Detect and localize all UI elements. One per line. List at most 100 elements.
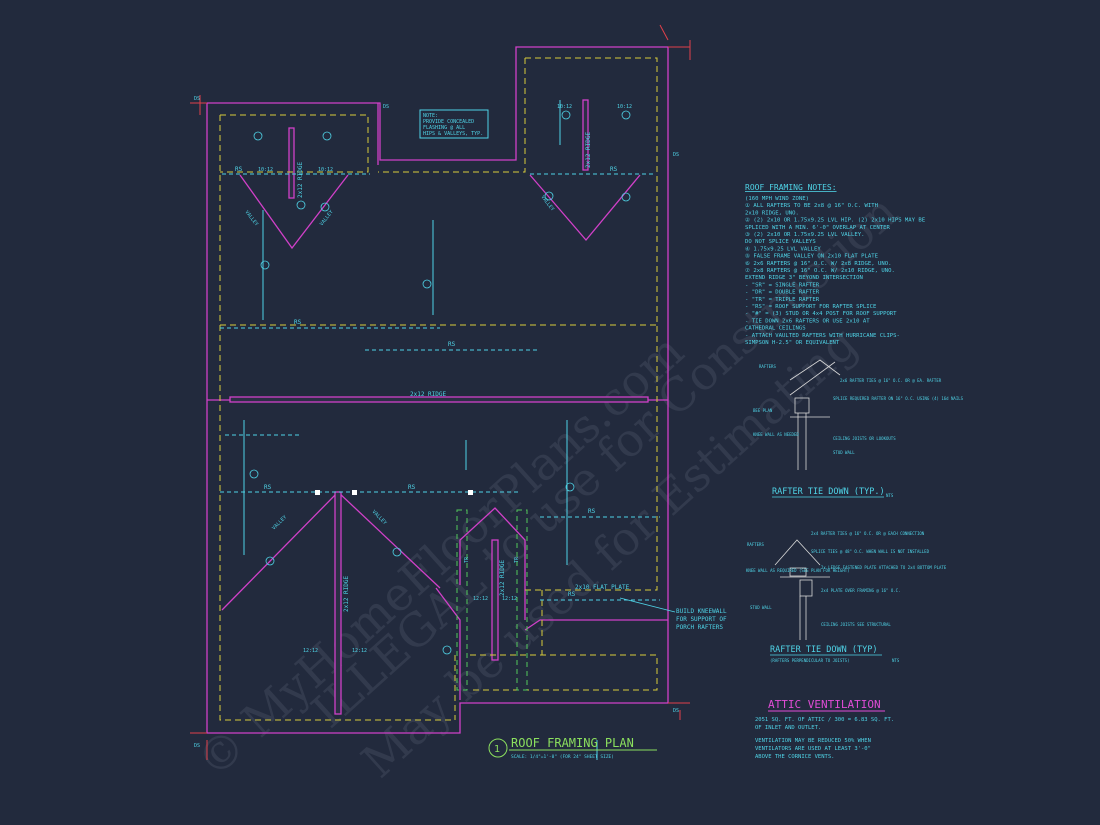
rs-label-3: RS — [294, 319, 302, 326]
framing-note-line: - "SR" = SINGLE RAFTER — [745, 282, 820, 288]
valley-label-4: VALLEY — [271, 514, 288, 531]
note-line-2: PROVIDE CONCEALED — [423, 119, 474, 125]
roof-outline — [206, 46, 669, 734]
rs-label-7: RS — [588, 508, 596, 515]
detail2-label-rafters: RAFTERS — [747, 542, 764, 547]
detail2-label-joists: CEILING JOISTS SEE STRUCTURAL — [821, 622, 891, 627]
rs-label-8: RS — [568, 591, 576, 598]
note-line-3: FLASHING @ ALL — [423, 125, 465, 131]
rs-label-5: RS — [264, 484, 272, 491]
detail2-label-plate: 2x4 PLATE OVER FRAMING @ 16" O.C. — [821, 588, 900, 593]
framing-note-line: - "TR" = TRIPLE RAFTER — [745, 297, 820, 303]
tr-label-1: TR — [464, 556, 470, 563]
flat-plate-label: 2x10 FLAT PLATE — [575, 584, 630, 591]
detail2-label-stud: STUD WALL — [750, 605, 772, 610]
kneewall-note-3: PORCH RAFTERS — [676, 624, 723, 631]
framing-note-line: ④ 1.75x9.25 LVL VALLEY — [745, 245, 821, 252]
framing-tags — [249, 110, 631, 655]
framing-notes: ROOF FRAMING NOTES: (160 MPH WIND ZONE)①… — [745, 183, 926, 346]
framing-lines — [220, 100, 660, 760]
framing-note-line: ① ALL RAFTERS TO BE 2x8 @ 16" O.C. WITH — [745, 202, 878, 209]
framing-note-line: - TIE DOWN 2x6 RAFTERS OR USE 2x10 AT — [745, 318, 870, 324]
attic-line-5: ABOVE THE CORNICE VENTS. — [755, 754, 834, 760]
pitch-label-8: 12:12 — [502, 596, 517, 602]
rs-label-1: RS — [235, 166, 243, 173]
framing-note-line: CATHEDRAL CEILINGS — [745, 326, 806, 332]
framing-note-line: 2x10 RIDGE, UNO. — [745, 210, 799, 216]
attic-line-2: OF INLET AND OUTLET. — [755, 725, 821, 731]
detail2-sub: (RAFTERS PERPENDICULAR TO JOISTS) — [770, 658, 849, 663]
dim-label-2: DS — [383, 104, 389, 110]
framing-note-line: - "#" = (3) STUD OR 4x4 POST FOR ROOF SU… — [745, 311, 897, 317]
kneewall-note-2: FOR SUPPORT OF — [676, 616, 727, 623]
drawing-title-block: 1 ROOF FRAMING PLAN SCALE: 1/4"=1'-0" (F… — [488, 736, 657, 760]
ridge-upper-left-label: 2x12 RIDGE — [297, 161, 304, 198]
detail2-label-splice: SPLICE TIES @ 48" O.C. WHEN WALL IS NOT … — [811, 549, 930, 554]
rs-label-4: RS — [448, 341, 456, 348]
framing-note-line: - ATTACH VAULTED RAFTERS WITH HURRICANE … — [745, 333, 900, 339]
valley-label-1: VALLEY — [243, 210, 259, 228]
framing-note-line: - "RS" = ROOF SUPPORT FOR RAFTER SPLICE — [745, 304, 877, 310]
detail2-label-ledge: 2x LEDGE FASTENED PLATE ATTACHED TO 2x4 … — [821, 565, 947, 570]
valley-label-5: VALLEY — [371, 509, 388, 526]
kneewall-note-1: BUILD KNEEWALL — [676, 608, 727, 615]
drawing-number: 1 — [494, 744, 500, 755]
pitch-label-2: 10:12 — [318, 167, 333, 173]
pitch-label-4: 10:12 — [617, 104, 632, 110]
detail1-label-stud: STUD WALL — [833, 450, 855, 455]
porch-lines — [456, 509, 528, 691]
rafter-tie-detail-1: RAFTERS 2x6 RAFTER TIES @ 16" O.C. OR @ … — [753, 359, 964, 498]
attic-ventilation: ATTIC VENTILATION 2051 SQ. FT. OF ATTIC … — [755, 698, 894, 760]
tr-label-2: TR — [514, 556, 520, 563]
dim-label-4: DS — [673, 708, 679, 714]
detail2-sub2: NTS — [892, 658, 900, 663]
detail1-label-joists: CEILING JOISTS OR LOOKOUTS — [833, 436, 896, 441]
framing-note-line: SPLICED WITH A MIN. 6'-0" OVERLAP AT CEN… — [745, 225, 890, 231]
rs-label-2: RS — [610, 166, 618, 173]
detail1-sub: NTS — [886, 493, 894, 498]
framing-notes-heading: ROOF FRAMING NOTES: — [745, 183, 837, 192]
framing-note-line: DO NOT SPLICE VALLEYS — [745, 239, 816, 245]
pitch-label-3: 10:12 — [557, 104, 572, 110]
framing-note-line: EXTEND RIDGE 3" BEYOND INTERSECTION — [745, 275, 863, 281]
attic-line-4: VENTILATORS ARE USED AT LEAST 3'-0" — [755, 746, 871, 752]
attic-heading: ATTIC VENTILATION — [768, 698, 881, 711]
framing-note-line: ⑥ 2x6 RAFTERS @ 16" O.C. W/ 2x8 RIDGE, U… — [745, 260, 891, 267]
detail1-label-ties: 2x6 RAFTER TIES @ 16" O.C. OR @ EA. RAFT… — [840, 378, 942, 383]
pitch-label-6: 12:12 — [352, 648, 367, 654]
attic-line-1: 2051 SQ. FT. OF ATTIC / 300 = 6.83 SQ. F… — [755, 717, 894, 723]
pitch-label-7: 12:12 — [473, 596, 488, 602]
framing-note-line: ② (2) 2x10 OR 1.75x9.25 LVL HIP. (2) 2x1… — [745, 217, 926, 224]
dim-label-3: DS — [673, 152, 679, 158]
ridge-lower-left-label: 2x12 RIDGE — [343, 575, 350, 612]
ridge-upper-right-label: 2x12 RIDGE — [585, 131, 592, 168]
framing-note-line: SIMPSON H-2.5" OR EQUIVALENT — [745, 340, 840, 346]
detail2-title: RAFTER TIE DOWN (TYP) — [770, 645, 877, 655]
pitch-label-5: 12:12 — [303, 648, 318, 654]
drawing-title: ROOF FRAMING PLAN — [511, 736, 634, 750]
dimension-ticks — [190, 24, 691, 760]
drawing-scale: SCALE: 1/4"=1'-0" (FOR 24" SHEET SIZE) — [511, 754, 614, 760]
attic-line-3: VENTILATION MAY BE REDUCED 50% WHEN — [755, 738, 871, 744]
framing-note-line: ⑤ FALSE FRAME VALLEY ON 2x10 FLAT PLATE — [745, 253, 879, 260]
detail1-label-kneewall: KNEE WALL AS NEEDED — [753, 432, 799, 437]
note-line-4: HIPS & VALLEYS, TYP. — [423, 131, 483, 137]
detail2-label-ties: 2x4 RAFTER TIES @ 16" O.C. OR @ EACH CON… — [811, 531, 925, 536]
pitch-label-1: 10:12 — [258, 167, 273, 173]
rafter-tie-detail-2: RAFTERS 2x4 RAFTER TIES @ 16" O.C. OR @ … — [746, 531, 947, 663]
framing-note-line: ⑦ 2x8 RAFTERS @ 16" O.C. W/ 2x10 RIDGE, … — [745, 267, 895, 274]
support-markers — [315, 490, 473, 495]
valley-label-2: VALLEY — [319, 209, 335, 227]
concealed-flashing-note: NOTE: PROVIDE CONCEALED FLASHING @ ALL H… — [419, 109, 489, 139]
framing-note-line: (160 MPH WIND ZONE) — [745, 196, 809, 202]
ridge-lower-right-label: 2x12 RIDGE — [499, 559, 506, 596]
framing-note-line: ③ (2) 2x10 OR 1.75x9.25 LVL VALLEY. — [745, 231, 865, 238]
main-ridge-label: 2x12 RIDGE — [410, 391, 447, 398]
dim-label-1: DS — [194, 96, 200, 102]
wall-lines — [219, 57, 658, 721]
detail2-label-kneewall: KNEE WALL AS REQUIRED (SEE PLAN FOR HEIG… — [746, 568, 850, 573]
dim-label-5: DS — [194, 743, 200, 749]
rs-label-6: RS — [408, 484, 416, 491]
detail1-label-bee: BEE PLAN — [753, 408, 773, 413]
